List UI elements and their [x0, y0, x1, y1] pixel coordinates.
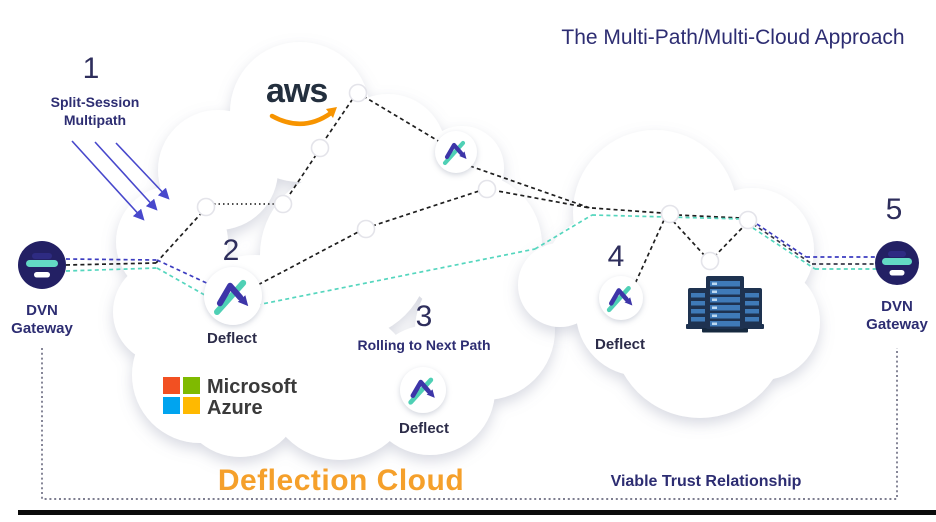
dvn-gateway-right-label: DVN Gateway	[866, 298, 928, 334]
aws-smile-icon	[269, 107, 337, 127]
deflect-icon-step2	[204, 267, 262, 325]
microsoft-logo-icon	[163, 377, 200, 414]
diagram-title: The Multi-Path/Multi-Cloud Approach	[561, 26, 905, 49]
step1-label-line2: Multipath	[63, 112, 127, 128]
ms-square-red	[163, 377, 180, 394]
ms-square-blue	[163, 397, 180, 414]
ms-square-green	[183, 377, 200, 394]
dvn-right-line2: Gateway	[866, 316, 928, 333]
deflect-icon-step3	[400, 367, 446, 413]
dvn-gateway-left-label: DVN Gateway	[11, 302, 73, 338]
bottom-divider-bar	[18, 510, 936, 515]
microsoft-text: Microsoft	[207, 376, 297, 398]
step2-deflect-label: Deflect	[206, 330, 258, 347]
trust-boundary-dotted-line	[41, 348, 898, 500]
azure-logo-text: Microsoft Azure	[207, 377, 297, 419]
dvn-left-line2: Gateway	[11, 320, 73, 337]
azure-text: Azure	[207, 397, 263, 419]
deflection-cloud-right-shape	[518, 130, 820, 418]
deflect-icon-step4	[599, 276, 643, 320]
step1-label-line1: Split-Session	[50, 94, 140, 110]
gray-dashed-paths-right	[752, 223, 877, 265]
dvn-left-line1: DVN	[26, 302, 58, 319]
viable-trust-label: Viable Trust Relationship	[610, 473, 802, 490]
black-dashed-paths	[65, 95, 746, 289]
ms-square-yellow	[183, 397, 200, 414]
step4-deflect-label: Deflect	[594, 336, 646, 353]
step4-number: 4	[607, 240, 625, 273]
step2-number: 2	[222, 234, 240, 267]
aws-logo: aws	[266, 72, 328, 110]
step3-number: 3	[415, 300, 433, 333]
step1-label: Split-Session Multipath	[51, 93, 140, 129]
dvn-gateway-left-icon	[18, 241, 66, 289]
dvn-right-line1: DVN	[881, 298, 913, 315]
deflection-cloud-label: Deflection Cloud	[217, 464, 465, 497]
deflect-icon-aws-path	[435, 131, 477, 173]
path-nodes	[196, 83, 758, 271]
navy-dashed-paths	[65, 219, 877, 287]
step3-deflect-label: Deflect	[398, 420, 450, 437]
step5-number: 5	[885, 193, 903, 226]
server-icon	[686, 276, 764, 333]
dvn-gateway-right-icon	[875, 241, 919, 285]
step1-number: 1	[82, 52, 100, 85]
step3-label: Rolling to Next Path	[357, 337, 491, 353]
split-session-arrows	[71, 140, 170, 221]
